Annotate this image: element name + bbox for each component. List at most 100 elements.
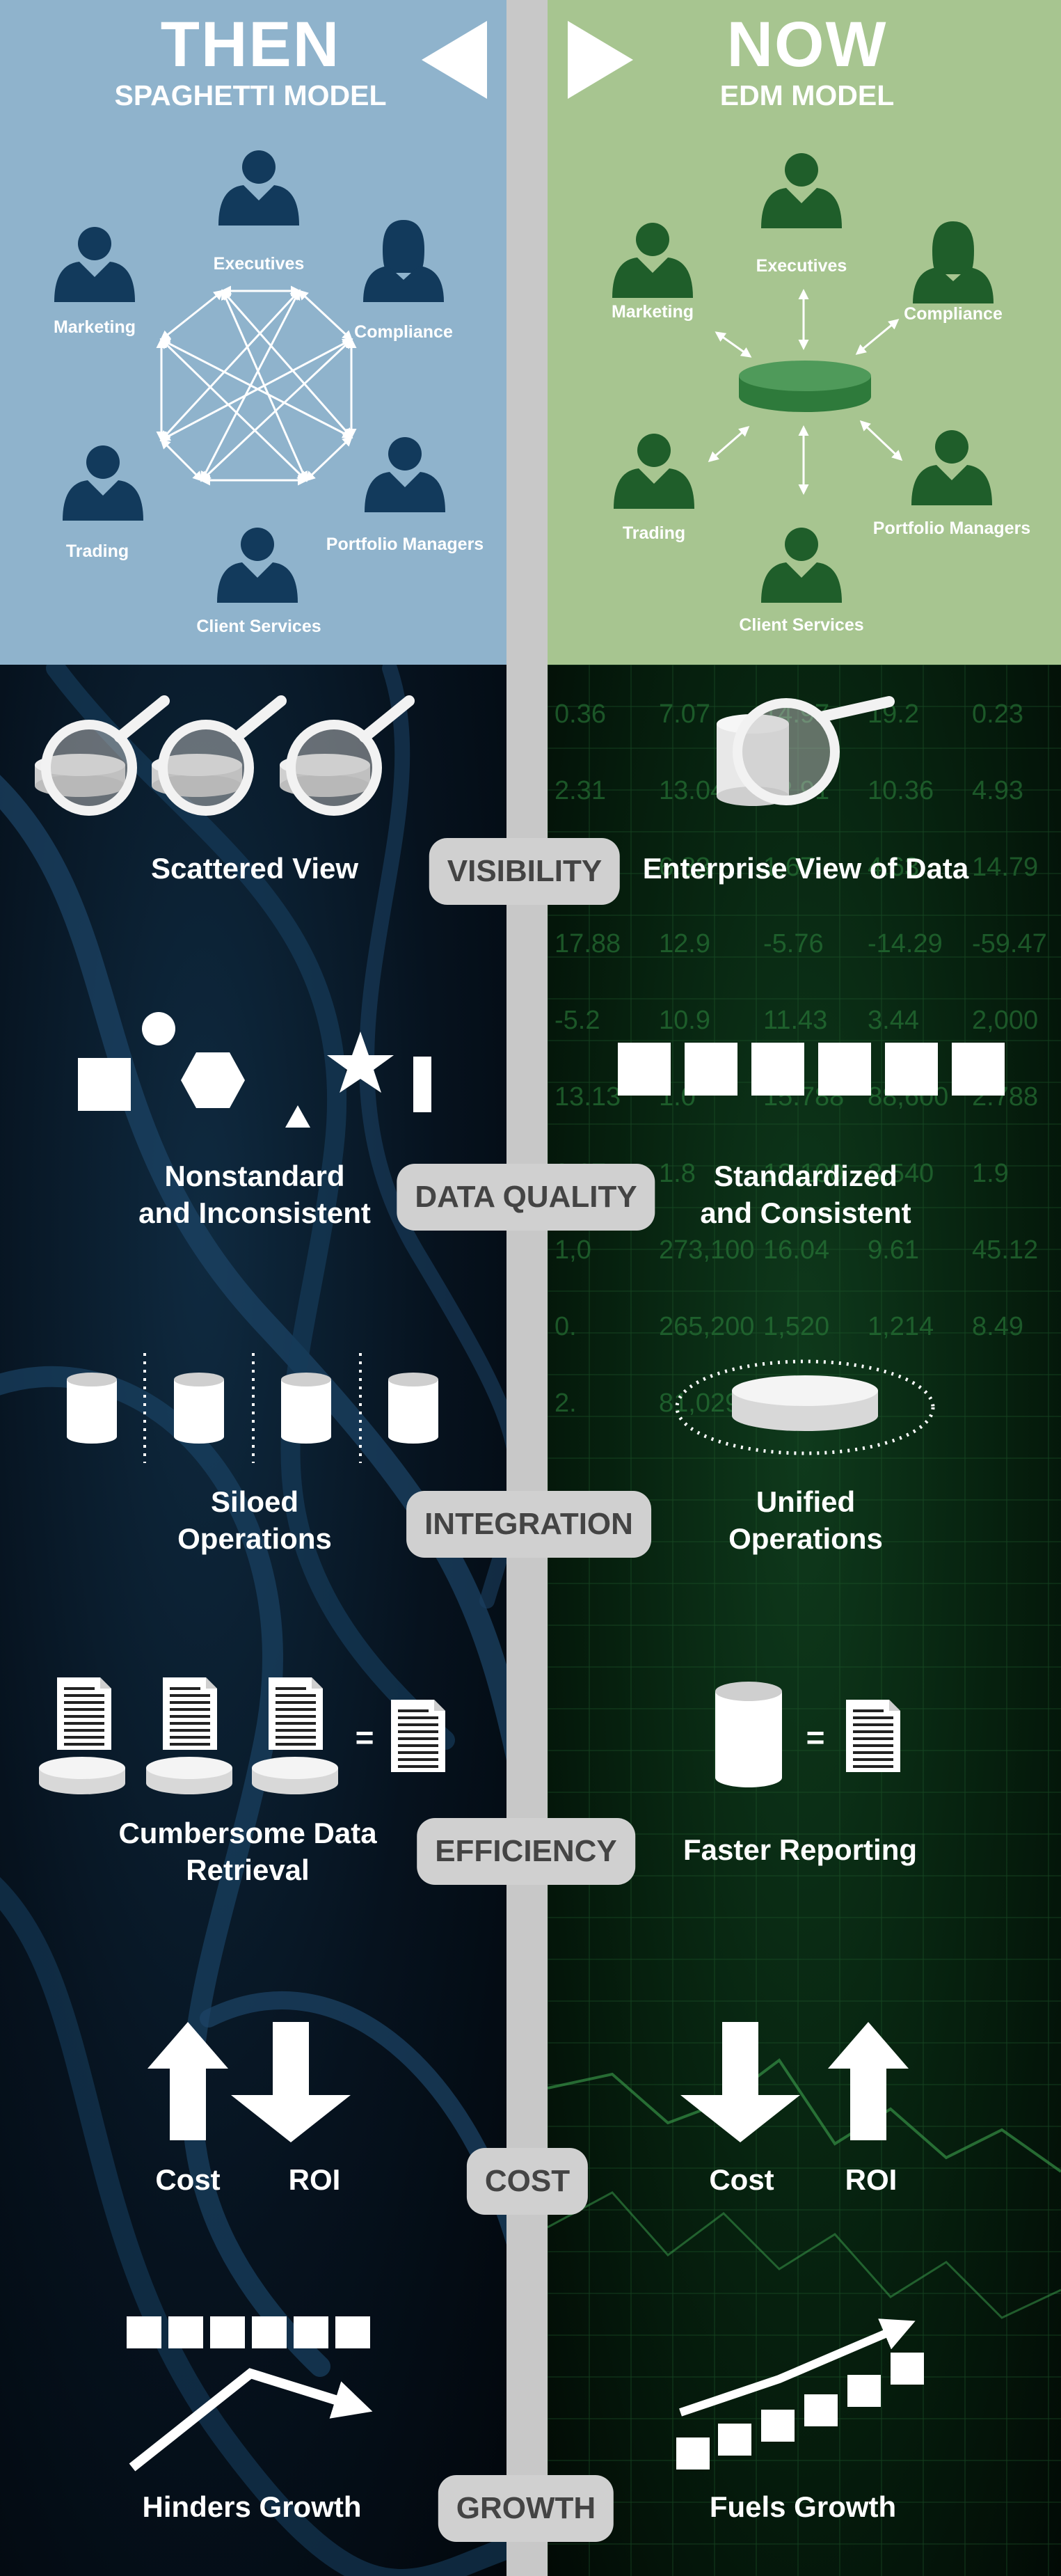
background-number: 1,520 [763, 1312, 830, 1341]
background-number: 2. [555, 1389, 577, 1418]
background-number: 16.04 [763, 1235, 830, 1265]
then-integration-line2: Operations [177, 1522, 332, 1555]
uniform-squares-icon [618, 1043, 1005, 1096]
document-icon [390, 1698, 447, 1773]
now-body-panel [548, 665, 1061, 2576]
database-icon [715, 1682, 782, 1787]
magnifier-icon [35, 701, 164, 811]
background-number: 13.04 [659, 776, 726, 805]
background-number: -5.2 [555, 1006, 600, 1035]
document-icon [161, 1676, 218, 1751]
cost-label: COST [466, 2148, 589, 2215]
cable [0, 1366, 330, 2377]
magnifier-icon [152, 701, 281, 811]
background-number: 13,100 [763, 1159, 845, 1188]
down-arrow-icon [680, 2022, 800, 2142]
background-number: 1.9 [972, 1159, 1009, 1188]
disc-icon [39, 1757, 125, 1794]
growth-label: GROWTH [438, 2475, 614, 2542]
disc-icon [146, 1757, 232, 1794]
mixed-shapes-icon [78, 1012, 431, 1128]
equals-icon: = [806, 1719, 825, 1755]
database-icon [281, 1373, 331, 1444]
cable [0, 775, 506, 1761]
background-number: 273,100 [659, 1235, 755, 1265]
background-number: 265,200 [659, 1312, 755, 1341]
now-title: NOW [726, 9, 888, 80]
graph-line [548, 2191, 1061, 2319]
background-number: 81,029 [659, 1389, 740, 1418]
background-number: 0.36 [555, 700, 606, 729]
background-number: 1,214 [868, 1312, 934, 1341]
background-number: 13.13 [555, 1082, 621, 1112]
background-number: 10.36 [868, 776, 934, 805]
background-number: 8.49 [972, 1312, 1023, 1341]
then-visibility-text: Scattered View [150, 852, 359, 885]
now-role-trading: Trading [622, 523, 686, 543]
background-number: 12.9 [659, 929, 710, 958]
background-number: -14.29 [868, 929, 943, 958]
integration-label: INTEGRATION [406, 1491, 651, 1558]
now-quality-line2: and Consistent [700, 1196, 911, 1229]
then-body-panel [0, 665, 506, 2576]
document-icon [267, 1676, 324, 1751]
graph-line [548, 2058, 1061, 2173]
then-title: THEN [160, 9, 341, 80]
rising-trend-icon [679, 2318, 916, 2417]
now-growth-text: Fuels Growth [709, 2490, 897, 2523]
declining-trend-icon [129, 2368, 373, 2472]
background-number: 45.12 [972, 1235, 1039, 1265]
background-number: 0. [555, 1312, 577, 1341]
level-squares-icon [127, 2316, 370, 2348]
central-database-icon [739, 361, 871, 412]
spaghetti-web-icon [156, 285, 357, 486]
now-integration-line1: Unified [756, 1485, 856, 1518]
document-icon [56, 1676, 113, 1751]
cable [0, 1876, 506, 2576]
now-roi-text: ROI [845, 2163, 898, 2196]
up-arrow-icon [828, 2022, 909, 2140]
background-number: 7.07 [659, 700, 710, 729]
background-number: -5.76 [763, 929, 824, 958]
then-efficiency-line1: Cumbersome Data [118, 1817, 377, 1849]
database-icon [388, 1373, 438, 1444]
now-quality-line1: Standardized [714, 1160, 898, 1192]
then-subtitle: SPAGHETTI MODEL [114, 79, 387, 111]
now-integration-line2: Operations [728, 1522, 883, 1555]
now-role-executives: Executives [756, 256, 847, 276]
background-number: 10.9 [659, 1006, 710, 1035]
background-number: 4.63 [868, 853, 919, 882]
then-role-marketing: Marketing [53, 317, 136, 337]
then-efficiency-line2: Retrieval [186, 1853, 310, 1886]
then-role-compliance: Compliance [354, 322, 453, 342]
now-role-compliance: Compliance [904, 304, 1003, 324]
data-quality-label: DATA QUALITY [397, 1164, 655, 1231]
background-number: 2,000 [972, 1006, 1039, 1035]
disc-icon [252, 1757, 338, 1794]
background-number: 1.8 [659, 1159, 696, 1188]
background-number: 0.23 [972, 700, 1023, 729]
document-icon [845, 1698, 902, 1773]
hub-arrows-icon [708, 289, 903, 495]
now-role-portfolio-managers: Portfolio Managers [872, 519, 1031, 538]
equals-icon: = [355, 1719, 374, 1755]
right-arrow-icon [568, 21, 633, 99]
header-graphics [54, 21, 994, 603]
background-number: -59.47 [972, 929, 1047, 958]
then-cost-text: Cost [155, 2163, 221, 2196]
silo-divider-icon [143, 1353, 362, 1463]
up-arrow-icon [147, 2022, 228, 2140]
efficiency-label: EFFICIENCY [417, 1818, 635, 1885]
then-role-trading: Trading [65, 542, 129, 561]
then-integration-line1: Siloed [210, 1485, 299, 1518]
background-number: 14.79 [972, 853, 1039, 882]
background-number: 1,0 [555, 1235, 591, 1265]
now-subtitle: EDM MODEL [719, 79, 895, 111]
background-number: 2.31 [555, 776, 606, 805]
background-number: 3.44 [868, 1006, 919, 1035]
staircase-squares-icon [676, 2353, 924, 2470]
then-quality-text: Nonstandard and Inconsistent [138, 1158, 371, 1231]
then-quality-line2: and Inconsistent [138, 1196, 371, 1229]
